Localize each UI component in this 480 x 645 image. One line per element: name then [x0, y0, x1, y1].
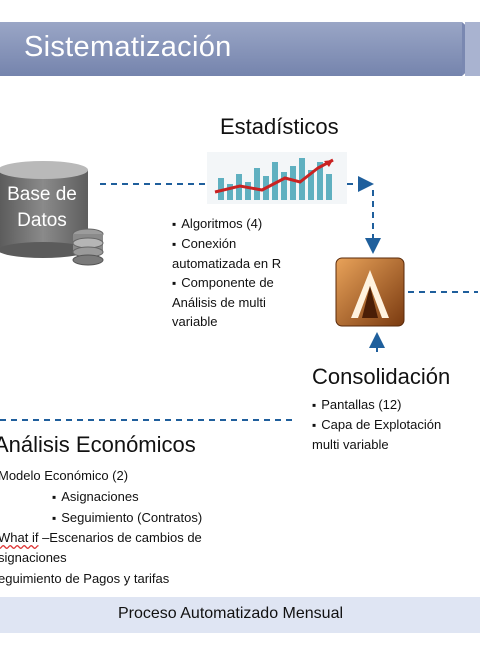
database-label-line2: Datos	[17, 210, 67, 231]
analysis-line-4: eguimiento de Pagos y tarifas	[0, 571, 170, 586]
disk-stack-icon	[72, 228, 104, 266]
analysis-line-1: Modelo Económico (2)	[0, 468, 129, 483]
consolidation-bullet-list: Pantallas (12) Capa de Explotación multi…	[312, 395, 441, 454]
consolidation-bullet-2-cont: multi variable	[312, 437, 389, 452]
stats-bullet-3-cont2: variable	[172, 314, 218, 329]
database-label: Base de Datos	[0, 182, 87, 234]
stats-bullet-3-cont: Análisis de multi	[172, 295, 266, 310]
analysis-line-2-rest: –Escenarios de cambios de	[38, 530, 202, 545]
stats-bullet-list: Algoritmos (4) Conexión automatizada en …	[172, 214, 281, 331]
consolidation-app-icon	[335, 257, 405, 327]
stats-heading: Estadísticos	[220, 114, 339, 139]
banner-title: Sistematización	[24, 31, 232, 63]
stats-bullet-2-cont: automatizada en R	[172, 256, 282, 271]
analysis-line-3: signaciones	[0, 550, 67, 565]
analysis-heading: Análisis Económicos	[0, 432, 196, 457]
stats-bullet-1: Algoritmos (4)	[172, 214, 281, 234]
next-chevron-shape	[465, 22, 480, 76]
database-icon	[0, 161, 104, 266]
stats-bullet-2: Conexión	[172, 234, 281, 254]
consolidation-heading: Consolidación	[312, 364, 451, 389]
analysis-whatif: What if	[0, 530, 39, 545]
title-banner: Sistematización	[0, 22, 480, 76]
stats-bullet-3: Componente de	[172, 273, 281, 293]
consolidation-bullet-2: Capa de Explotación	[312, 415, 441, 435]
analysis-line-2: What if –Escenarios de cambios de	[0, 528, 202, 548]
analysis-sub-2: Seguimiento (Contratos)	[52, 508, 202, 528]
footer-bar: Proceso Automatizado Mensual	[0, 597, 480, 633]
stats-chart-icon	[207, 152, 347, 204]
analysis-sub-1: Asignaciones	[52, 487, 138, 507]
footer-label: Proceso Automatizado Mensual	[118, 605, 344, 622]
consolidation-bullet-1: Pantallas (12)	[312, 395, 441, 415]
database-label-line1: Base de	[7, 184, 77, 205]
